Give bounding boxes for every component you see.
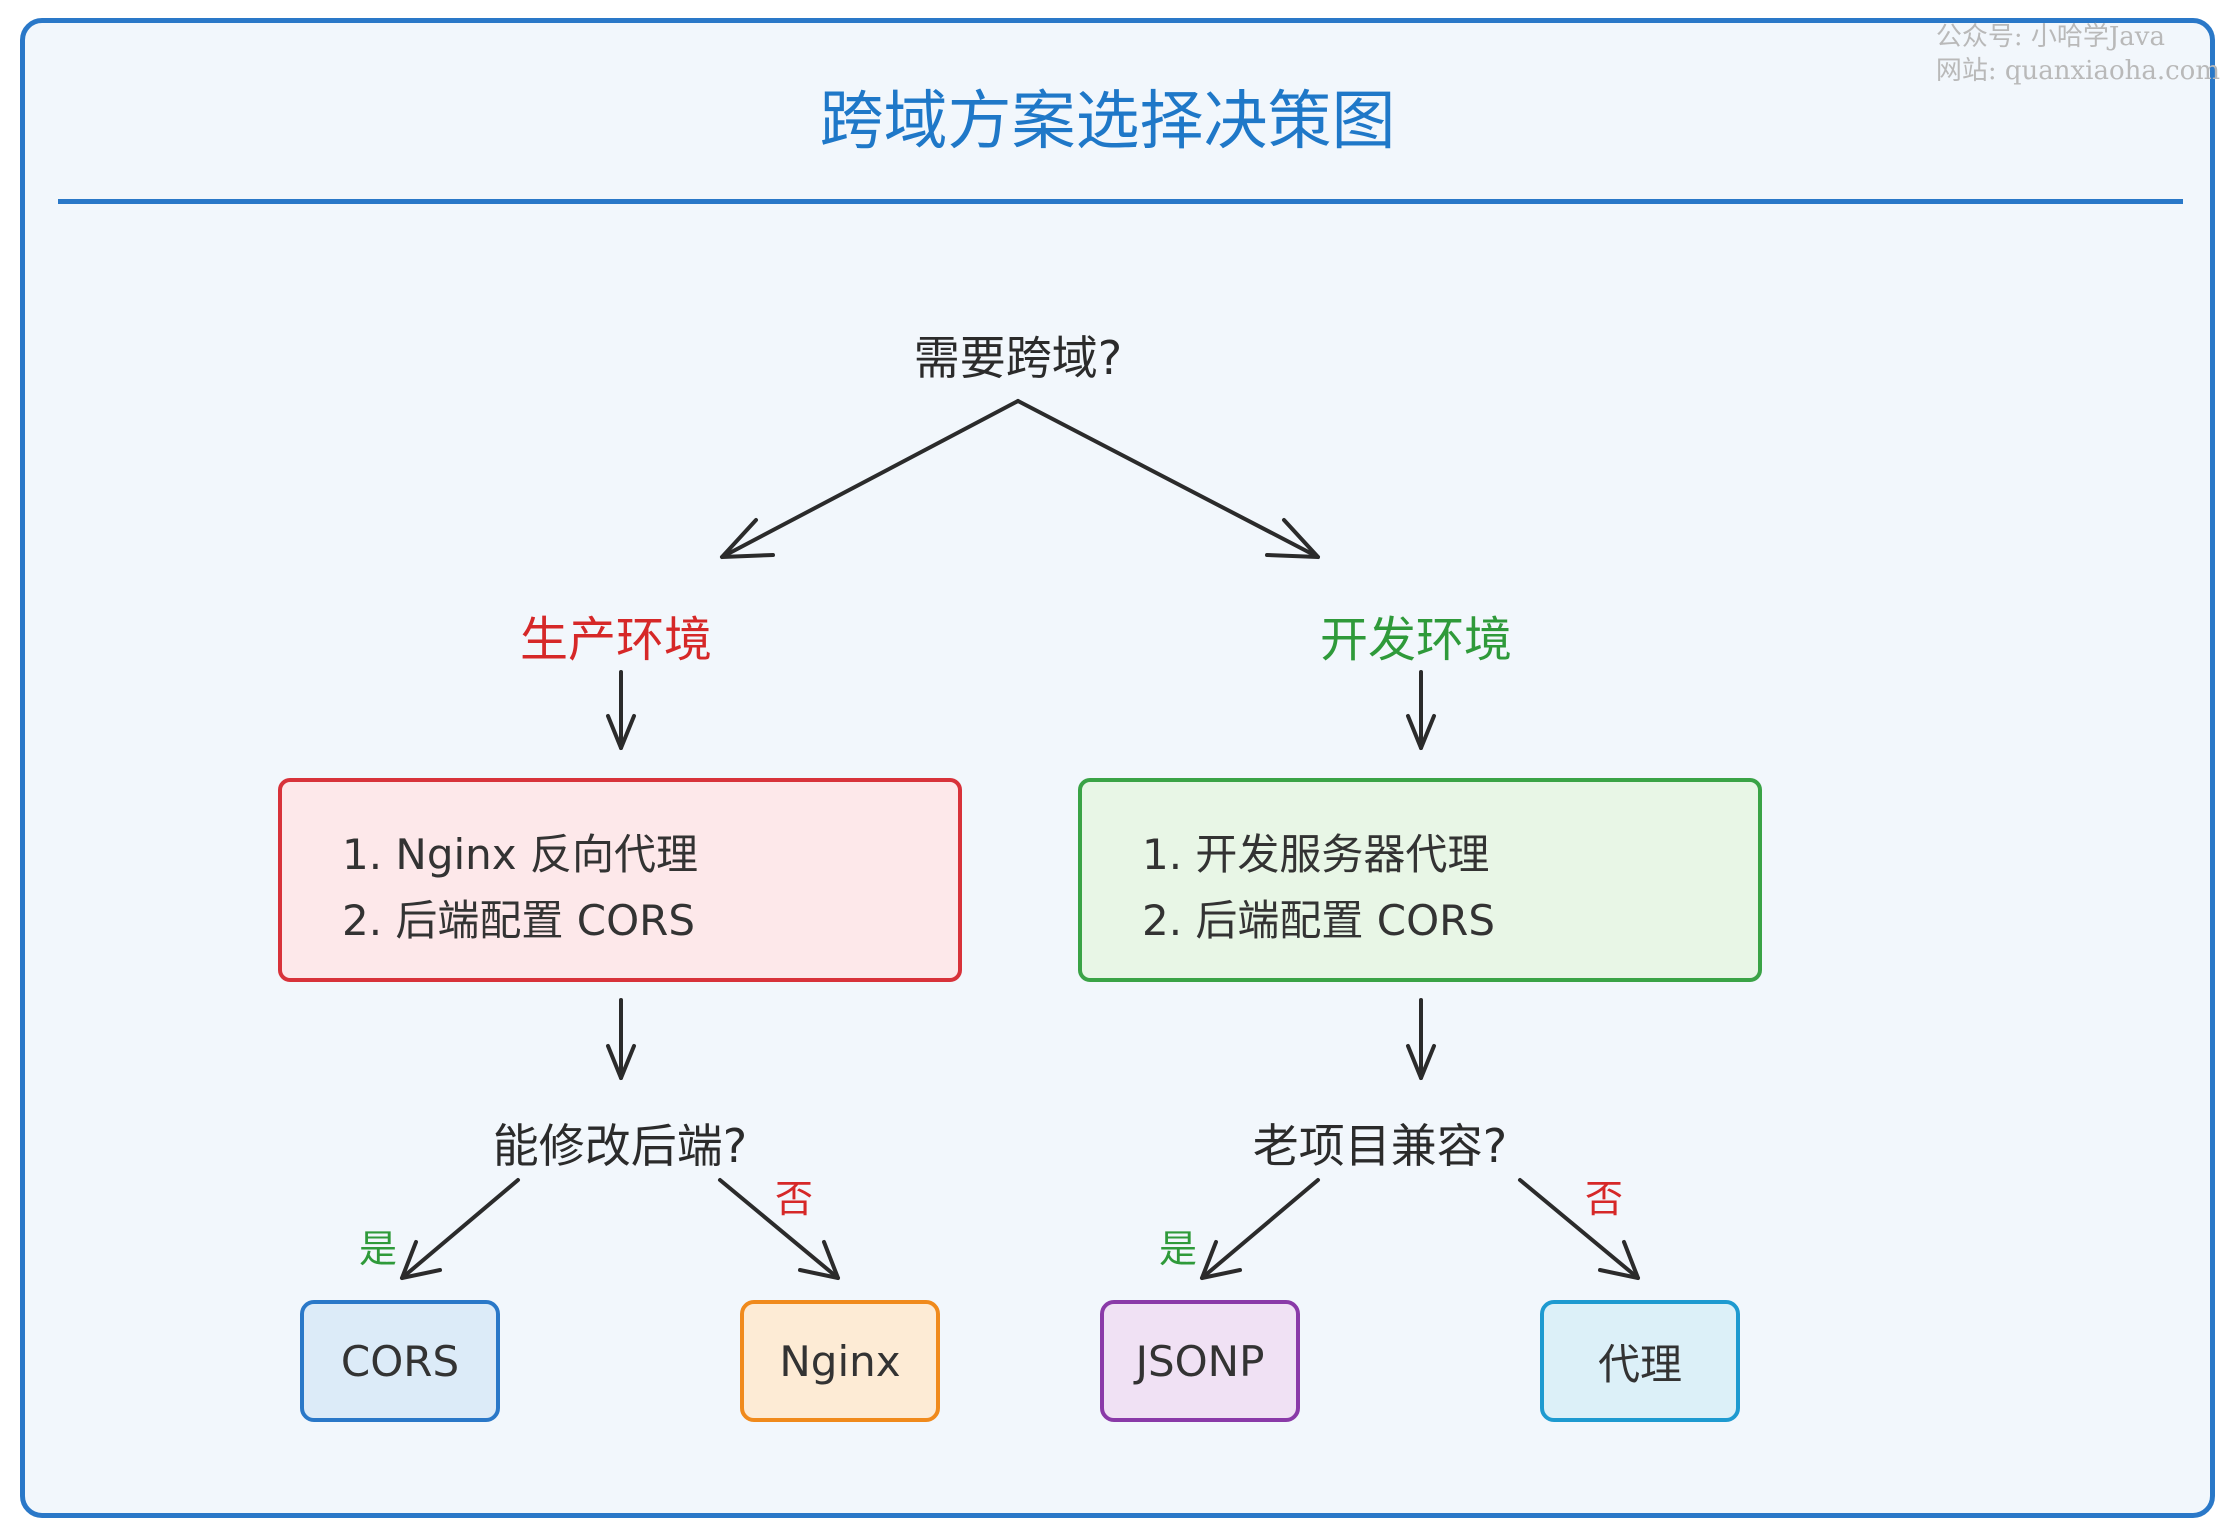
title-divider xyxy=(58,199,2183,204)
root-question: 需要跨域? xyxy=(913,331,1123,385)
arrowhead-production-to-box xyxy=(606,714,636,750)
watermark: 公众号: 小哈学Java 网站: quanxiaoha.com xyxy=(1936,20,2220,88)
production-option-1: 1. Nginx 反向代理 xyxy=(342,830,698,879)
development-option-1: 1. 开发服务器代理 xyxy=(1142,830,1490,879)
arrowhead-prod-no xyxy=(798,1240,840,1280)
diagram-frame xyxy=(20,18,2215,1518)
development-no-label: 否 xyxy=(1584,1177,1623,1221)
arrow-prod-no xyxy=(718,1178,840,1280)
production-options-box: 1. Nginx 反向代理 2. 后端配置 CORS xyxy=(278,778,962,982)
arrow-dev-yes xyxy=(1200,1178,1320,1280)
arrowhead-production-box-to-question xyxy=(606,1044,636,1080)
watermark-line-2: 网站: quanxiaoha.com xyxy=(1935,56,2220,86)
arrowhead-root-to-development xyxy=(1265,518,1320,559)
arrow-dev-no xyxy=(1518,1178,1640,1280)
arrowhead-development-box-to-question xyxy=(1406,1044,1436,1080)
development-options-box: 1. 开发服务器代理 2. 后端配置 CORS xyxy=(1078,778,1762,982)
arrowhead-dev-yes xyxy=(1200,1240,1242,1280)
arrow-prod-yes xyxy=(400,1178,520,1280)
arrow-root-to-production xyxy=(720,399,1020,559)
arrowhead-root-to-production xyxy=(720,518,775,559)
arrowhead-dev-no xyxy=(1598,1240,1640,1280)
development-yes-label: 是 xyxy=(1158,1227,1197,1271)
result-cors-box: CORS xyxy=(300,1300,500,1422)
arrow-root-to-development xyxy=(1016,399,1320,559)
result-proxy-box: 代理 xyxy=(1540,1300,1740,1422)
result-jsonp-box: JSONP xyxy=(1100,1300,1300,1422)
arrowhead-development-to-box xyxy=(1406,714,1436,750)
arrowhead-prod-yes xyxy=(400,1240,442,1280)
production-option-2: 2. 后端配置 CORS xyxy=(342,896,696,945)
production-label: 生产环境 xyxy=(519,612,712,668)
watermark-line-1: 公众号: 小哈学Java xyxy=(1935,22,2165,52)
production-yes-label: 是 xyxy=(358,1227,397,1271)
diagram-title: 跨域方案选择决策图 xyxy=(819,85,1396,159)
production-no-label: 否 xyxy=(774,1177,813,1221)
development-option-2: 2. 后端配置 CORS xyxy=(1142,896,1496,945)
result-nginx-box: Nginx xyxy=(740,1300,940,1422)
development-question: 老项目兼容? xyxy=(1252,1119,1508,1173)
development-label: 开发环境 xyxy=(1319,612,1512,668)
production-question: 能修改后端? xyxy=(492,1119,748,1173)
